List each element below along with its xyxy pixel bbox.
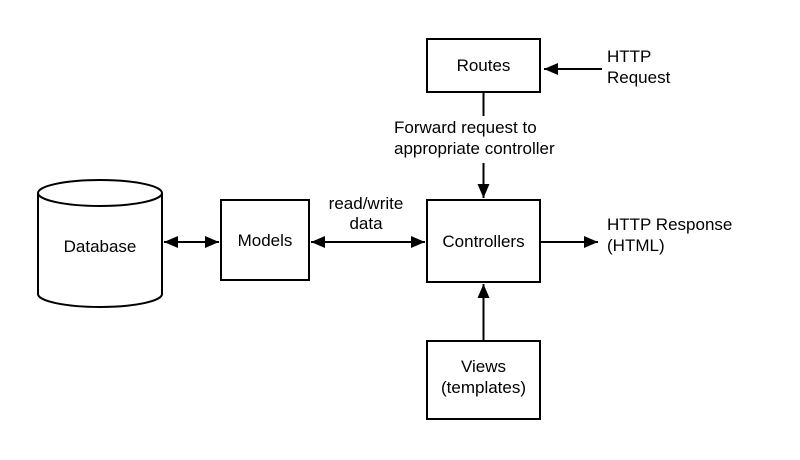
http-response-label-line1: HTTP Response [607, 215, 732, 234]
http-request-label-line1: HTTP [607, 47, 651, 66]
views-box [426, 340, 541, 420]
views-label-line1: Views [461, 357, 506, 376]
shapes-layer [37, 38, 541, 420]
forward-request-label-line2: appropriate controller [394, 139, 555, 158]
controllers-box [426, 199, 541, 283]
database-cylinder-top [37, 179, 163, 207]
http-response-label-line2: (HTML) [607, 236, 665, 255]
routes-label: Routes [457, 56, 511, 75]
read-write-label-line1: read/write [329, 194, 404, 213]
controllers-label: Controllers [442, 232, 524, 251]
read-write-label-line2: data [349, 214, 383, 233]
database-cylinder [37, 179, 163, 308]
http-request-label-line2: Request [607, 68, 671, 87]
database-label: Database [64, 237, 137, 256]
models-box [220, 199, 310, 281]
forward-request-label-line1: Forward request to [394, 118, 537, 137]
views-label-line2: (templates) [441, 378, 526, 397]
models-label: Models [238, 231, 293, 250]
database-cylinder-body [37, 193, 163, 308]
text-layer: Database Routes Models Controllers Views… [64, 47, 733, 397]
arrows-layer [164, 63, 602, 341]
